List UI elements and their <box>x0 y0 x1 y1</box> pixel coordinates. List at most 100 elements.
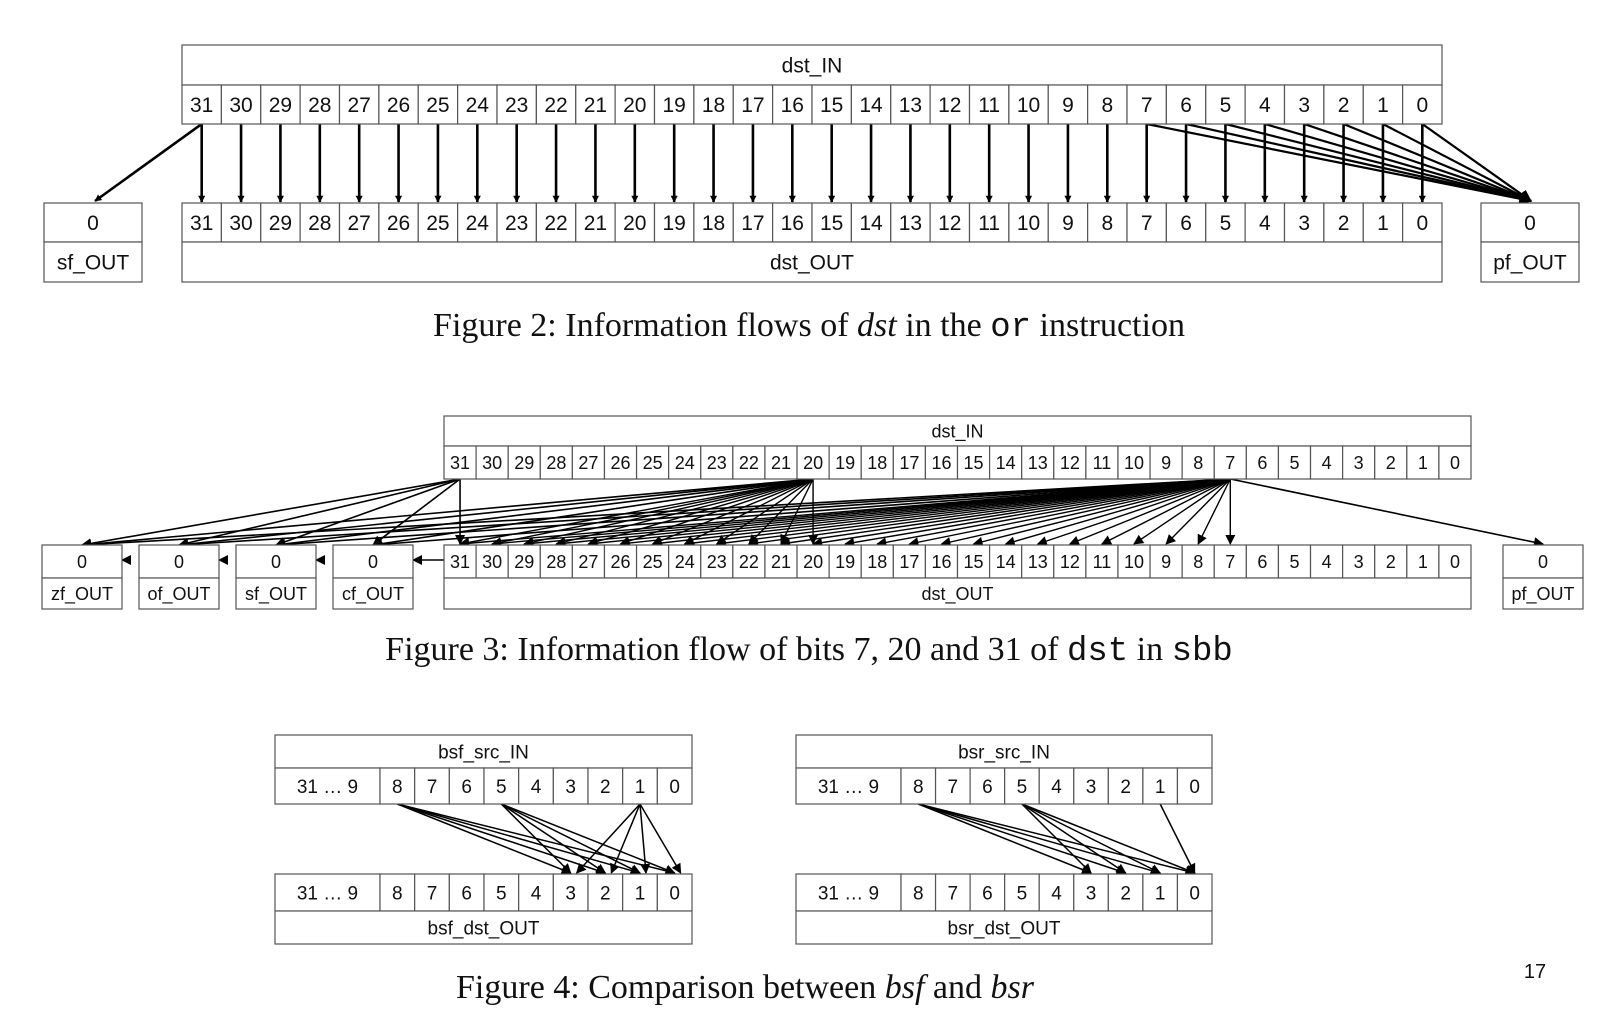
sf-out-value: 0 <box>43 202 143 243</box>
dst-out-bit-2-text: 2 <box>1338 212 1350 235</box>
sf-out-label-text: sf_OUT <box>57 252 130 275</box>
of-out-value-text: 0 <box>174 552 184 572</box>
bsf-dst-out-label-text: bsf_dst_OUT <box>428 918 540 939</box>
sbb-dst-out-bit-20-text: 20 <box>803 552 823 572</box>
sbb-dst-out-bit-16-text: 16 <box>931 552 951 572</box>
bsr-src-in-bit-8: 1 <box>1142 767 1179 805</box>
sbb-dst-out-bit-14: 14 <box>988 544 1023 579</box>
bsf-src-in-bit-9: 0 <box>656 767 693 805</box>
bsf-src-in-bit-9-text: 0 <box>669 777 680 798</box>
dst-out-bit-21: 21 <box>575 202 616 243</box>
sbb-dst-out-bit-16: 16 <box>924 544 959 579</box>
sbb-dst-out-bit-6: 6 <box>1245 544 1280 579</box>
sbb-dst-out-bit-27: 27 <box>571 544 606 579</box>
bsf-src-in-bit-5: 4 <box>518 767 554 805</box>
sbb-dst-out-bit-5-text: 5 <box>1289 552 1299 572</box>
bsf-src-in-bit-8-text: 1 <box>635 777 646 798</box>
dst-out-bit-4: 4 <box>1244 202 1286 243</box>
pf-out-label-text: pf_OUT <box>1493 252 1567 275</box>
dst-in-bit-0: 0 <box>1402 84 1443 125</box>
sbb-dst-out-bit-19: 19 <box>828 544 862 579</box>
dst-in-bit-16: 16 <box>772 84 813 125</box>
bsf-src-in-bit-0: 31 … 9 <box>274 767 381 805</box>
bsf-src-in-bit-6-text: 3 <box>565 777 576 798</box>
dst-out-bit-12-text: 12 <box>938 212 961 235</box>
dst-in-bit-13-text: 13 <box>899 94 922 117</box>
bsf-dst-out-bit-3-text: 6 <box>461 883 472 904</box>
pf-out-value: 0 <box>1480 202 1580 243</box>
dst-out-bit-6-text: 6 <box>1180 212 1192 235</box>
sbb-dst-out-bit-24: 24 <box>668 544 702 579</box>
sbb-dst-in-bit-10: 10 <box>1117 445 1151 480</box>
dst-out-label-text: dst_OUT <box>770 252 854 275</box>
bsr-src-in-bit-0-text: 31 … 9 <box>818 777 879 798</box>
bsf-src-in-bit-3-text: 6 <box>461 777 472 798</box>
sbb-dst-out-bit-22-text: 22 <box>739 552 759 572</box>
dst-out-bit-27: 27 <box>338 202 380 243</box>
sbb-dst-in-bit-27: 27 <box>571 445 606 480</box>
dst-in-bit-29-text: 29 <box>269 94 292 117</box>
dst-out-bit-7-text: 7 <box>1141 212 1153 235</box>
sbb-dst-in-bit-4-text: 4 <box>1322 453 1332 473</box>
figure-3-flow-arrows <box>81 478 1544 565</box>
bsf-src-in-bit-6: 3 <box>552 767 589 805</box>
dst-out-bit-10-text: 10 <box>1017 212 1040 235</box>
bsf-arrow-8-to-2 <box>397 803 607 875</box>
dst-out-bit-6: 6 <box>1165 202 1207 243</box>
bsr-arrow-5-to-0 <box>1021 803 1196 875</box>
flow-arrow-bit20-to-out-21 <box>780 478 814 545</box>
dst-out-bit-22-text: 22 <box>544 212 567 235</box>
bsf-dst-out-label: bsf_dst_OUT <box>274 910 693 945</box>
sbb-dst-in-bit-0-text: 0 <box>1450 453 1460 473</box>
bsf-src-in-bit-7: 2 <box>587 767 624 805</box>
bsr-dst-out-bit-8-text: 1 <box>1155 883 1166 904</box>
bsf-dst-out-bit-1-text: 8 <box>392 883 403 904</box>
sbb-dst-out-bit-12-text: 12 <box>1060 552 1080 572</box>
zf-out-label-text: zf_OUT <box>51 584 113 605</box>
dst-in-bit-19-text: 19 <box>663 94 686 117</box>
sbb-dst-out-bit-1: 1 <box>1406 544 1440 579</box>
figure-4-caption: Figure 4: Comparison between bsf and bsr <box>456 969 1035 1006</box>
sbb-dst-out-bit-12: 12 <box>1053 544 1087 579</box>
sbb-dst-out-bit-0: 0 <box>1438 544 1472 579</box>
dst-out-bit-10: 10 <box>1008 202 1049 243</box>
sbb-dst-in-bit-20: 20 <box>796 445 830 480</box>
dst-out-bit-16-text: 16 <box>781 212 804 235</box>
dst-out-bit-17-text: 17 <box>741 212 764 235</box>
dst-in-bit-5: 5 <box>1205 84 1246 125</box>
pf-out-value: 0 <box>1502 544 1584 579</box>
flow-arrow-bit7-to-out-12 <box>1068 478 1231 546</box>
dst-in-bit-9: 9 <box>1047 84 1089 125</box>
dst-out-bit-21-text: 21 <box>584 212 607 235</box>
flow-arrow-bit31-to-cf <box>372 478 461 546</box>
sbb-dst-out-bit-26-text: 26 <box>611 552 631 572</box>
dst-in-bit-15: 15 <box>811 84 852 125</box>
bsf-src-in-bit-2-text: 7 <box>427 777 438 798</box>
sbb-dst-out-bit-28: 28 <box>539 544 573 579</box>
cf-out-label-text: cf_OUT <box>342 584 404 605</box>
bsr-src-in-bit-4: 5 <box>1004 767 1040 805</box>
bsr-dst-out-bit-2-text: 7 <box>948 883 959 904</box>
sbb-dst-out-label-text: dst_OUT <box>921 584 993 605</box>
sbb-dst-in-bit-31-text: 31 <box>450 453 470 473</box>
sbb-dst-out-bit-2: 2 <box>1374 544 1408 579</box>
bsf-dst-out-bit-7: 2 <box>587 873 624 912</box>
bsf-dst-out-bit-2-text: 7 <box>427 883 438 904</box>
bsf-dst-out-bit-4-text: 5 <box>496 883 507 904</box>
dst-in-bit-2-text: 2 <box>1338 94 1350 117</box>
dst-in-bit-26-text: 26 <box>387 94 410 117</box>
figure-2-caption: Figure 2: Information flows of dst in th… <box>433 307 1185 347</box>
dst-in-bit-5-text: 5 <box>1220 94 1232 117</box>
bsr-dst-out-bit-6-text: 3 <box>1086 883 1097 904</box>
bsr-arrow-8-to-1 <box>918 803 1162 876</box>
dst-out-bit-31-text: 31 <box>190 212 213 235</box>
dst-out-bit-1-text: 1 <box>1377 212 1389 235</box>
sbb-dst-out-bit-31-text: 31 <box>450 552 470 572</box>
sbb-dst-in-bit-24: 24 <box>668 445 702 480</box>
sbb-dst-out-bit-25-text: 25 <box>643 552 663 572</box>
dst-out-bit-25: 25 <box>417 202 459 243</box>
dst-out-bit-3-text: 3 <box>1298 212 1310 235</box>
